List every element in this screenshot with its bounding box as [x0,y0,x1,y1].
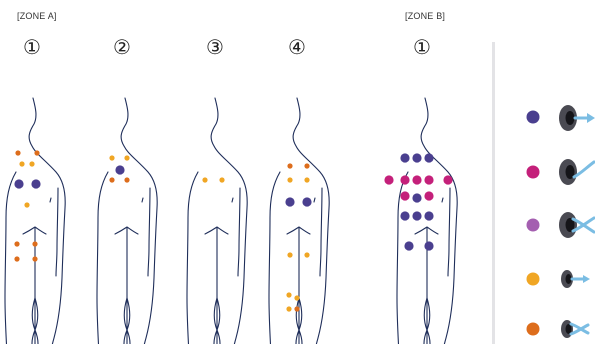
zone-a-step-4: ④ [288,35,306,59]
legend [526,105,595,338]
dot-purple [400,211,410,221]
legend-dot-orange [526,322,540,336]
legend-dot-magenta [526,165,540,179]
dot-magenta [424,191,434,201]
straight-arrow-icon [570,275,590,283]
dot-yellow [19,161,25,167]
dot-purple [302,197,312,207]
dot-orange [304,163,310,169]
zone-a-step-3: ③ [206,35,224,59]
dot-orange [109,177,115,183]
dot-yellow [219,177,225,183]
dot-yellow [286,292,292,298]
legend-row-yellow [526,270,590,288]
dot-purple [412,193,422,203]
legend-dot-purple [526,110,540,124]
figure-zone-a-4 [268,97,330,344]
dot-yellow [286,306,292,312]
dot-orange [294,306,300,312]
dot-orange [287,163,293,169]
cross-arrow-icon [571,216,595,234]
zone-a-step-2: ② [113,35,131,59]
dot-yellow [304,252,310,258]
dot-magenta [400,191,410,201]
dot-purple [412,211,422,221]
dot-orange [15,150,21,156]
dot-purple [404,241,414,251]
puck-icon [559,105,577,131]
dot-purple [115,165,125,175]
zone-a-label: [ZONE A] [17,11,57,21]
dot-magenta [400,175,410,185]
dot-yellow [202,177,208,183]
legend-row-lilac [526,212,595,238]
dot-magenta [443,175,453,185]
dot-purple [285,197,295,207]
puck-icon [559,159,577,185]
dot-purple [412,153,422,163]
dot-yellow [287,177,293,183]
dot-yellow [304,177,310,183]
puck-icon [561,270,573,288]
figure-zone-a-3 [186,97,248,344]
dot-orange [32,241,38,247]
legend-dot-lilac [526,218,540,232]
section-divider [492,42,495,344]
curve-up-arrow-icon [572,160,595,179]
dot-orange [14,241,20,247]
dot-orange [124,177,130,183]
dot-yellow [29,161,35,167]
dot-orange [34,150,40,156]
figure-zone-b-1 [384,97,458,344]
dot-orange [32,256,38,262]
dot-magenta [384,175,394,185]
dot-yellow [287,252,293,258]
dot-yellow [24,202,30,208]
dot-purple [424,211,434,221]
dot-purple [424,241,434,251]
zone-b-step-1: ① [413,35,431,59]
dot-yellow [109,155,115,161]
figure-zone-a-1 [4,97,66,344]
straight-arrow-icon [573,113,595,123]
dot-yellow [294,295,300,301]
dot-orange [14,256,20,262]
legend-row-magenta [526,159,595,185]
legend-row-purple [526,105,595,131]
dot-magenta [424,175,434,185]
legend-dot-yellow [526,272,540,286]
figure-zone-a-2 [96,97,158,344]
cross-arrow-icon [569,322,590,336]
dot-purple [400,153,410,163]
dot-yellow [124,155,130,161]
zone-a-step-1: ① [23,35,41,59]
dot-purple [424,153,434,163]
dot-purple [14,179,24,189]
puck-icon [559,212,577,238]
dot-magenta [412,175,422,185]
legend-row-orange [526,320,590,338]
zone-b-label: [ZONE B] [405,11,446,21]
dot-purple [31,179,41,189]
